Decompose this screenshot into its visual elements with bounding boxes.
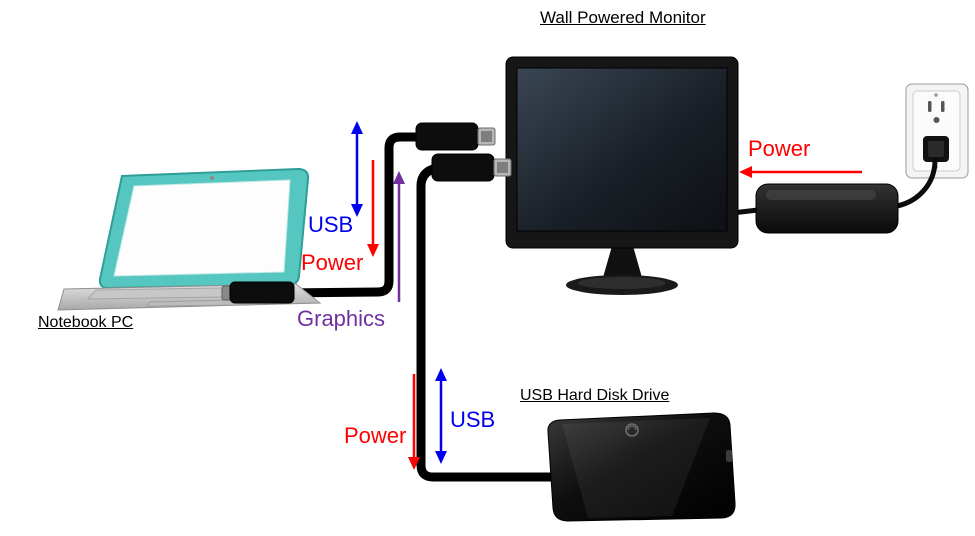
notebook-port-plug — [221, 281, 295, 304]
usb-bottom-label: USB — [450, 407, 496, 432]
hdd-label: USB Hard Disk Drive — [520, 387, 670, 404]
adapter-wall-cable — [894, 157, 938, 209]
wall-outlet — [905, 83, 969, 179]
power-wall-label: Power — [748, 136, 811, 161]
power-bottom-arrow — [408, 374, 420, 470]
notebook-dock-cable — [277, 132, 423, 298]
power-bottom-label: Power — [344, 423, 407, 448]
video-connector-plug — [415, 122, 496, 151]
usb-bottom-arrow — [435, 368, 447, 464]
usb-hard-disk — [547, 412, 736, 522]
notebook-pc — [57, 167, 322, 311]
graphics-label: Graphics — [297, 306, 386, 331]
notebook-label: Notebook PC — [38, 314, 134, 331]
hdd-cable — [416, 163, 555, 482]
power-wall-arrow — [739, 166, 862, 178]
monitor-label: Wall Powered Monitor — [540, 8, 706, 27]
graphics-arrow — [393, 171, 405, 302]
usb-top-label: USB — [308, 212, 354, 237]
usb-top-arrow — [351, 121, 363, 217]
monitor — [505, 56, 739, 295]
usb-connector-plug — [431, 153, 512, 182]
power-adapter — [755, 183, 899, 234]
power-top-arrow — [367, 160, 379, 257]
power-top-label: Power — [301, 250, 364, 275]
